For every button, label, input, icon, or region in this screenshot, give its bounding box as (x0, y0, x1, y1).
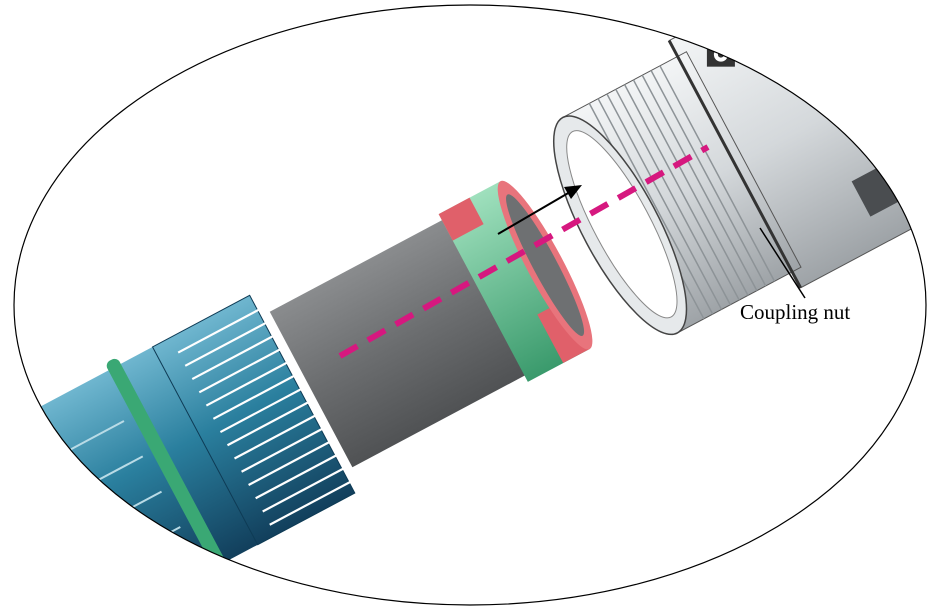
contact-stripes (177, 299, 368, 526)
axis-line (338, 144, 710, 359)
insertion-arrow (497, 185, 582, 235)
coding-band (438, 180, 593, 382)
label-leader-line (759, 227, 806, 299)
seal-ring (106, 358, 228, 574)
coupling-nut-label: Coupling nut (740, 300, 851, 324)
frame-oval (13, 4, 927, 606)
lock-symbol-icon (706, 38, 735, 67)
connector-body (269, 217, 529, 468)
